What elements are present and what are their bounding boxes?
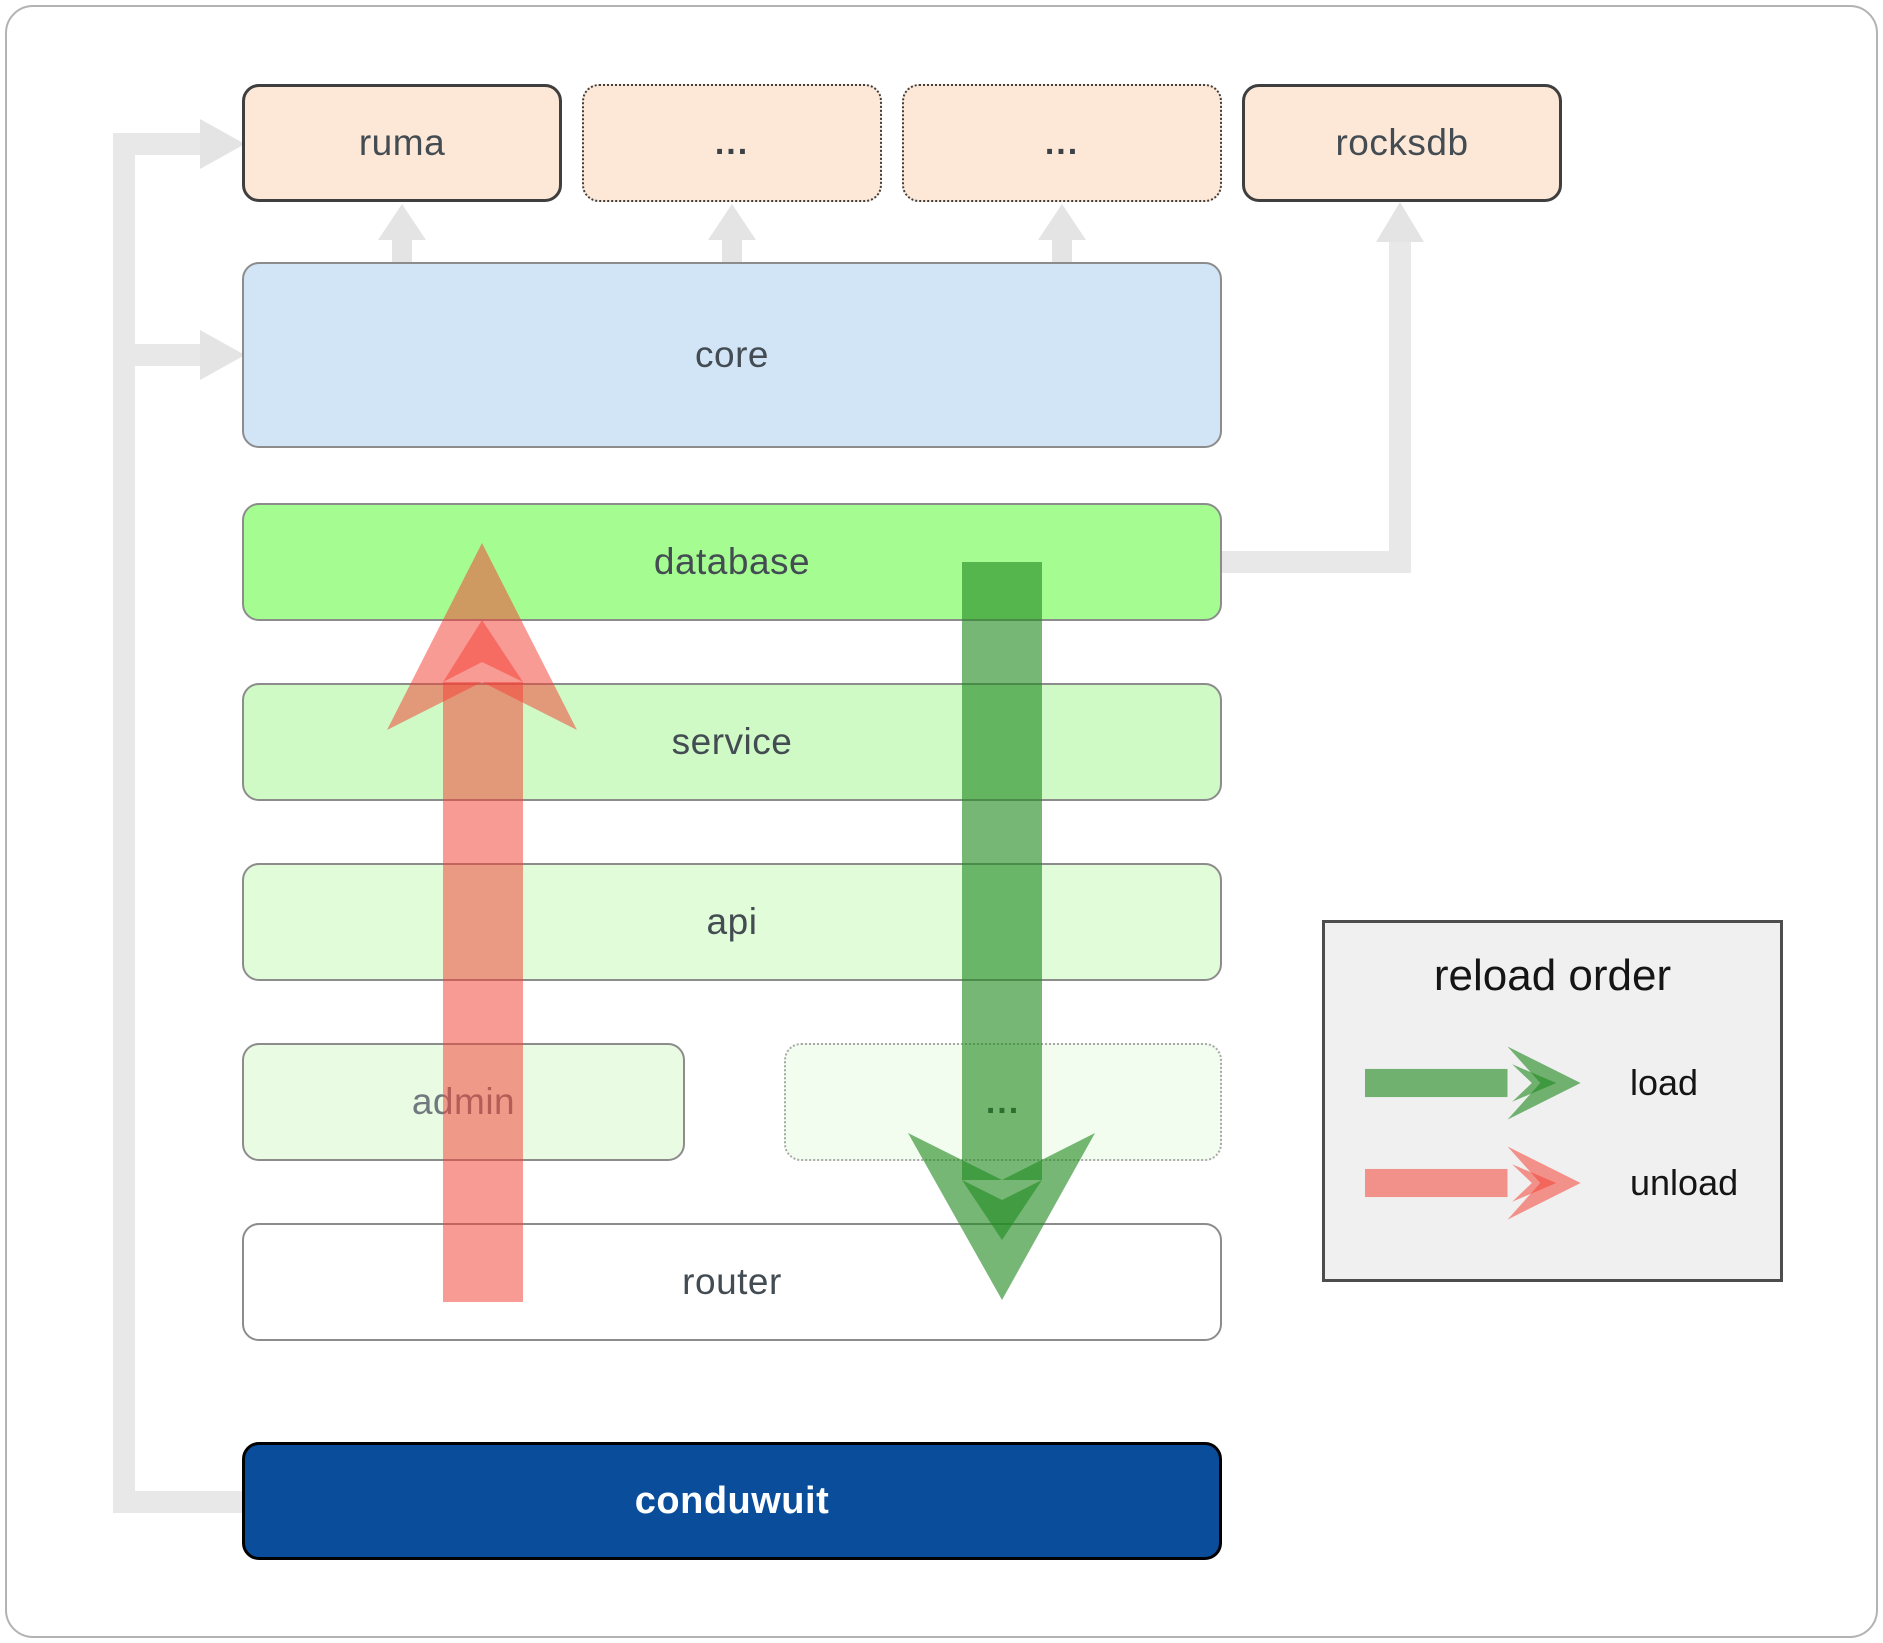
box-rocksdb-label: rocksdb (1335, 122, 1469, 163)
up-arrow-dots1-icon (708, 204, 756, 262)
connector-database-rocksdb (1222, 238, 1411, 573)
box-api: api (242, 863, 1222, 981)
load-arrow-icon (1365, 1046, 1581, 1120)
legend-title: reload order (1433, 951, 1672, 1000)
legend-row-load: load (1365, 1043, 1698, 1123)
box-router-label: router (682, 1261, 782, 1302)
up-arrow-ruma-icon (378, 204, 426, 262)
box-api-label: api (706, 901, 758, 942)
box-core-label: core (695, 334, 769, 375)
box-rocksdb: rocksdb (1242, 84, 1562, 202)
box-ellipsis-2-label: ... (1044, 123, 1080, 162)
box-database: database (242, 503, 1222, 621)
box-admin-label: admin (411, 1081, 516, 1122)
box-ellipsis-1-label: ... (714, 123, 750, 162)
connector-arrowhead-core-icon (200, 330, 245, 380)
box-router: router (242, 1223, 1222, 1341)
connector-conduwuit-trunk (113, 133, 242, 1513)
unload-arrow-icon (1365, 1146, 1581, 1220)
box-admin: admin (242, 1043, 685, 1161)
legend-unload-label: unload (1630, 1162, 1739, 1203)
box-conduwuit-label: conduwuit (634, 1479, 830, 1522)
box-ruma-label: ruma (358, 122, 446, 163)
box-admin-ellipsis: ... (784, 1043, 1222, 1161)
box-admin-ellipsis-label: ... (985, 1082, 1021, 1121)
legend: reload order load unload (1322, 920, 1783, 1282)
box-core: core (242, 262, 1222, 448)
legend-load-label: load (1630, 1062, 1699, 1103)
connector-arrowhead-rocksdb-icon (1376, 202, 1424, 242)
box-ellipsis-2: ... (902, 84, 1222, 202)
box-database-label: database (653, 541, 811, 582)
box-service-label: service (671, 721, 793, 762)
outer-frame (5, 5, 1878, 1638)
up-arrow-dots2-icon (1038, 204, 1086, 262)
box-ruma: ruma (242, 84, 562, 202)
box-conduwuit: conduwuit (242, 1442, 1222, 1560)
box-service: service (242, 683, 1222, 801)
box-ellipsis-1: ... (582, 84, 882, 202)
legend-row-unload: unload (1365, 1143, 1738, 1223)
connector-arrowhead-ruma-icon (200, 119, 245, 169)
